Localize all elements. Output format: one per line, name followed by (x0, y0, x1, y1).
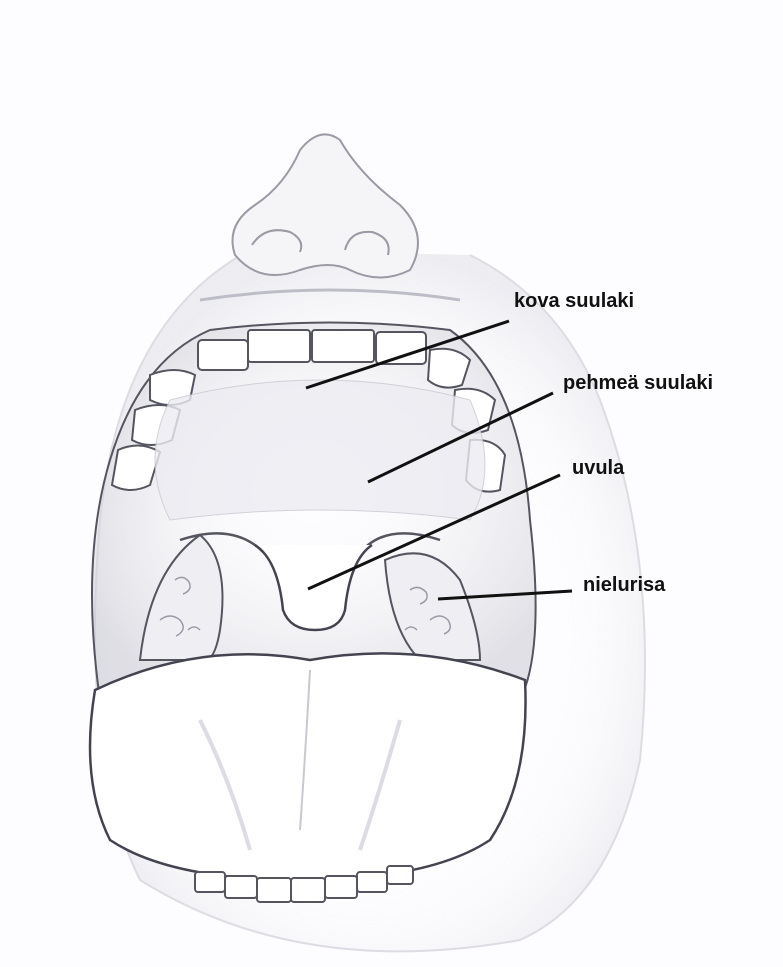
label-hard-palate: kova suulaki (514, 291, 634, 311)
label-soft-palate: pehmeä suulaki (563, 373, 713, 393)
label-tonsil: nielurisa (583, 575, 665, 595)
tongue (90, 653, 526, 880)
nose (233, 134, 419, 277)
label-uvula: uvula (572, 458, 624, 478)
